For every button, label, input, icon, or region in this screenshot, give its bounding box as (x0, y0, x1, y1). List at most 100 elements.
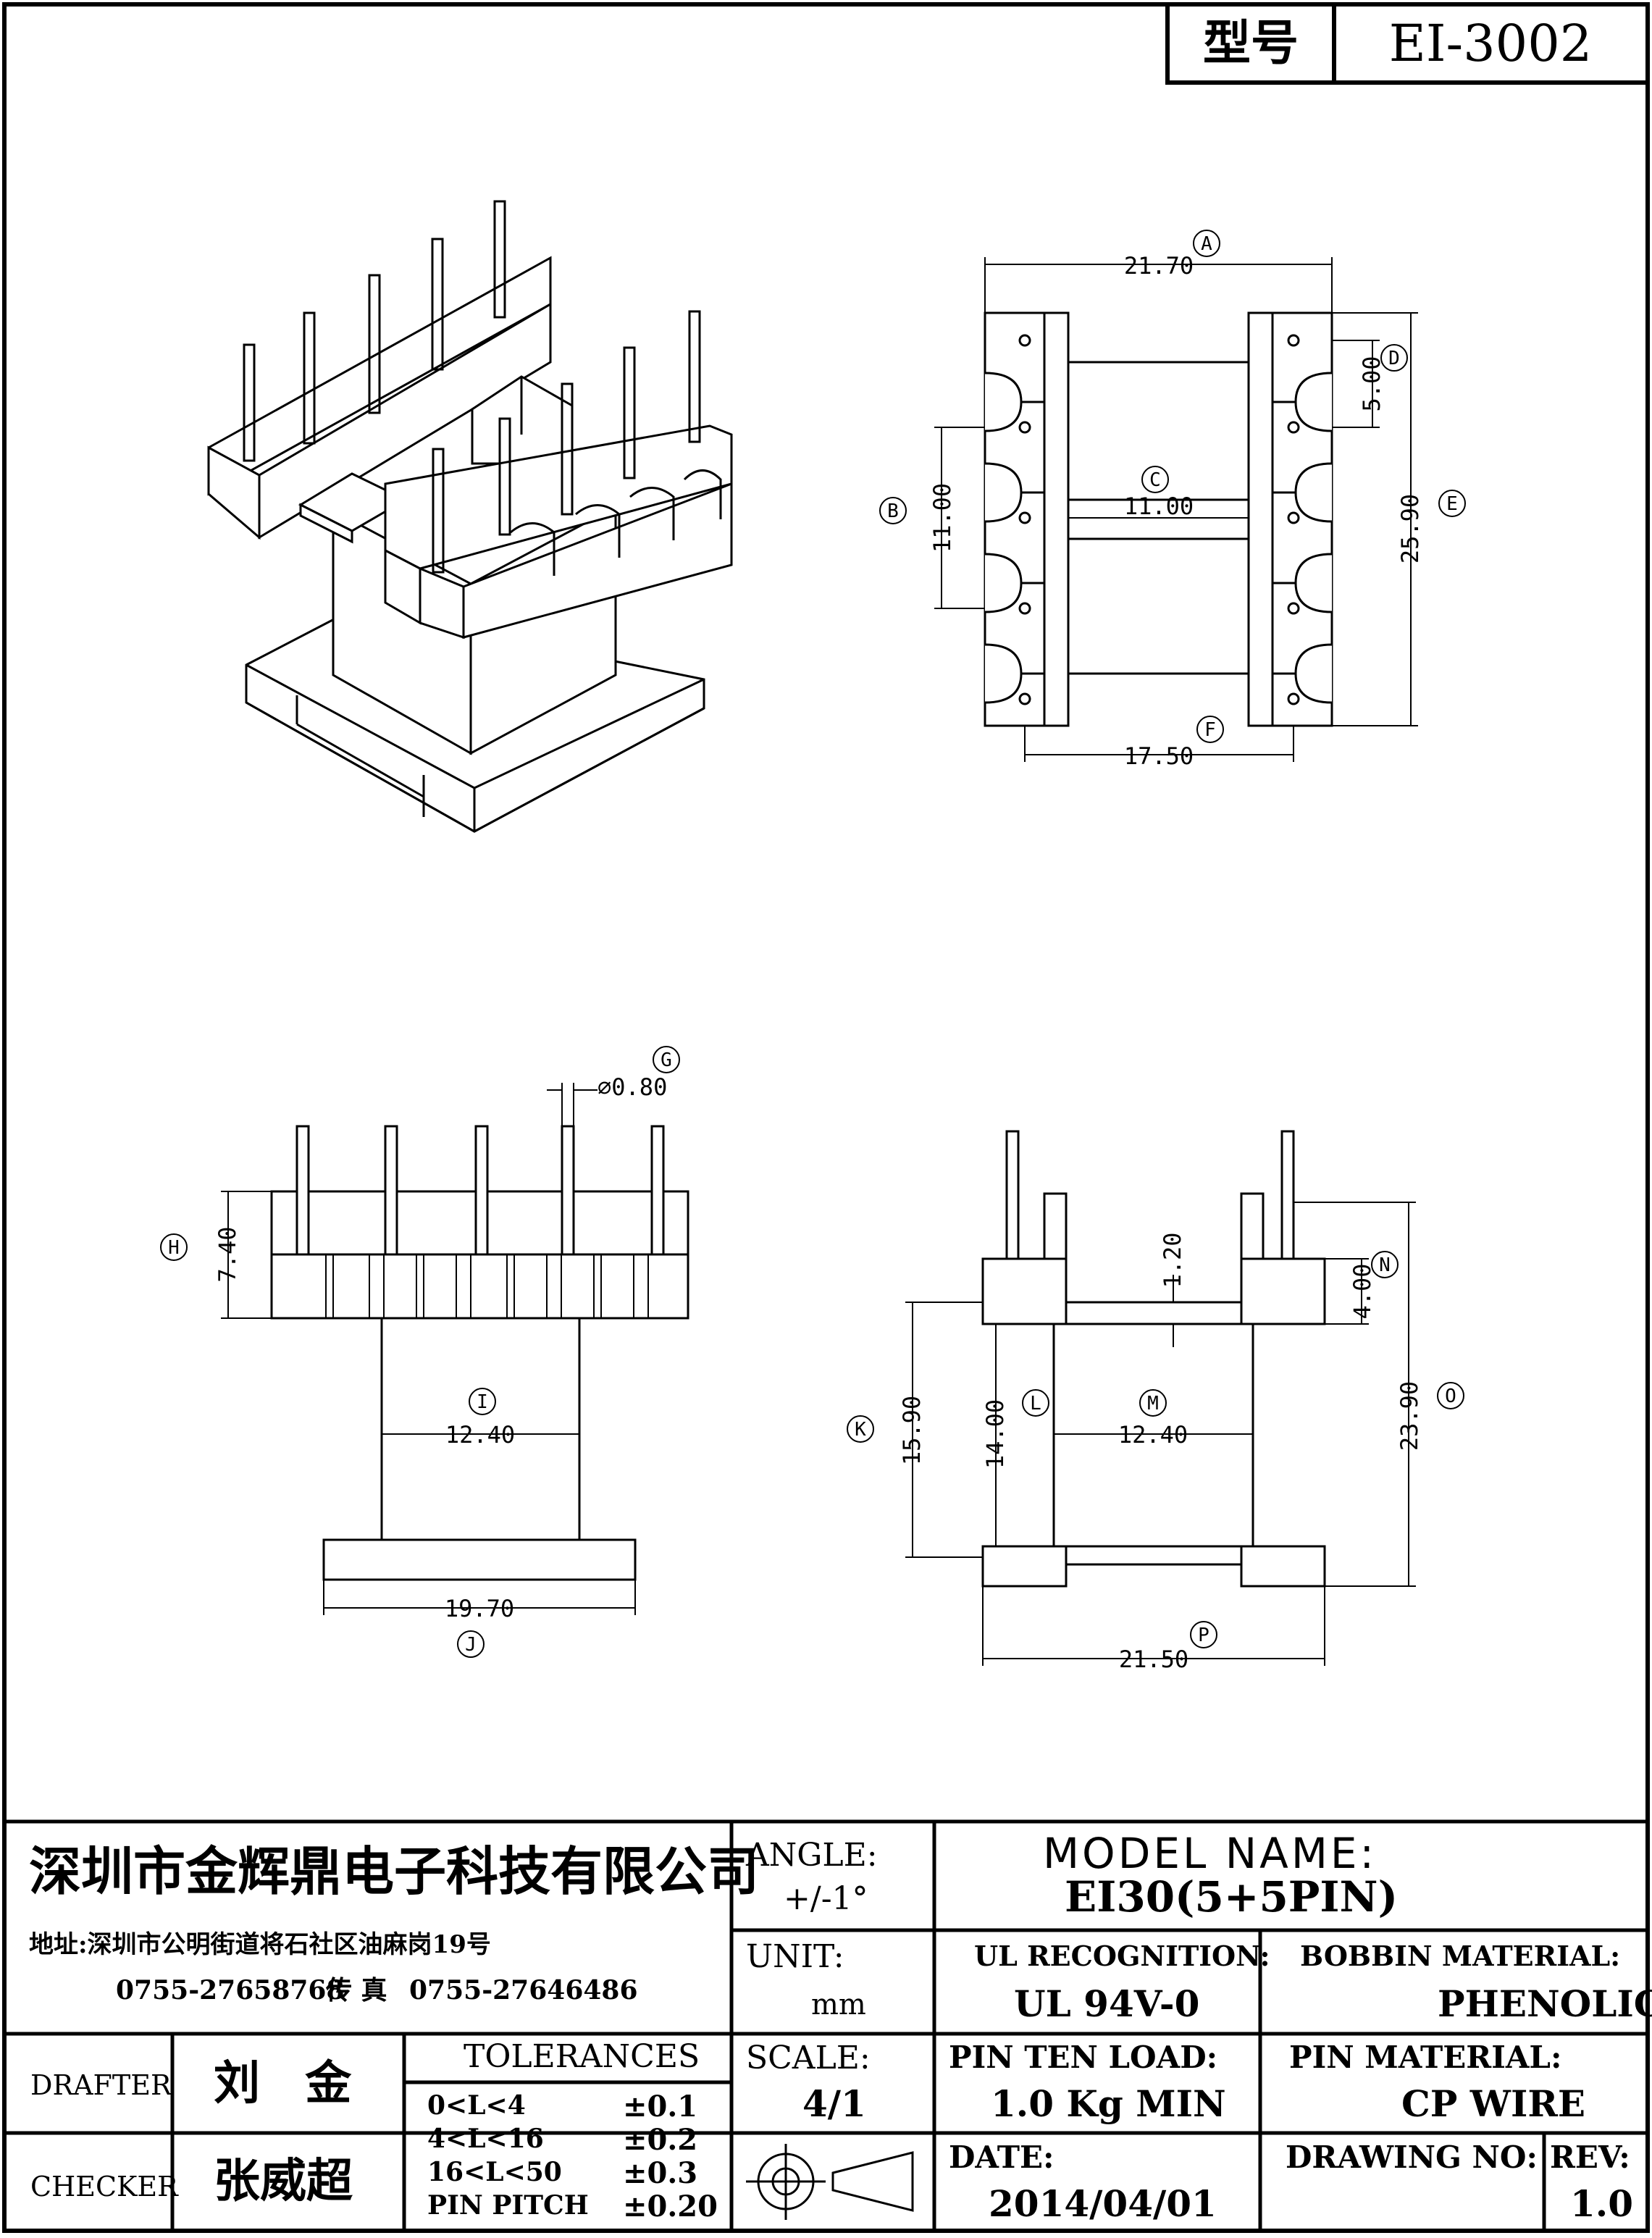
dimension-marker-letter: H (168, 1237, 180, 1259)
dimension-marker-circle (879, 497, 907, 524)
dimension-marker-letter: K (855, 1419, 866, 1441)
tolerance-range: 4<L<16 (427, 2124, 544, 2154)
ul-recognition-value: UL 94V-0 (1014, 1982, 1200, 2025)
tolerance-range: 0<L<4 (427, 2090, 526, 2121)
dimension-marker-circle (847, 1415, 874, 1443)
checker-value: 张威超 (214, 2154, 353, 2208)
type-value: EI-3002 (1389, 14, 1593, 73)
dimension-marker-circle (469, 1388, 496, 1415)
unit-value: mm (811, 1988, 866, 2021)
pin-material-label: PIN MATERIAL: (1289, 2040, 1562, 2075)
tolerance-row: 16<L<50 ±0.3 (427, 2156, 717, 2189)
dimension-marker-circle (1380, 344, 1408, 372)
dimension-marker-circle (1371, 1251, 1399, 1278)
drafter-value: 刘 金 (214, 2056, 366, 2111)
checker-label: CHECKER (30, 2171, 178, 2203)
tolerance-row: 0<L<4 ±0.1 (427, 2090, 717, 2123)
dimension-value: 12.40 (445, 1421, 515, 1449)
tolerance-row: PIN PITCH ±0.20 (427, 2189, 718, 2224)
bobbin-material-value: PHENOLIC (1438, 1982, 1652, 2025)
dimension-marker-letter: B (887, 500, 899, 522)
ul-recognition-label: UL RECOGNITION: (974, 1940, 1270, 1972)
dimension-value: 1.20 (1159, 1232, 1186, 1288)
date-label: DATE: (949, 2139, 1054, 2175)
dimension-annotations: 21.70 11.00 11.00 5.00 25.90 17.50 ⌀0.80 7.40 12… (160, 230, 1466, 1673)
top-view (934, 257, 1418, 762)
pin-material-value: CP WIRE (1401, 2082, 1586, 2125)
dimension-marker-letter: P (1198, 1625, 1209, 1646)
company-fax: 0755-27646486 (409, 1975, 638, 2006)
dimension-marker-letter: C (1149, 469, 1161, 491)
dimension-marker-circle (1022, 1389, 1049, 1417)
dimension-marker-circle (1438, 490, 1466, 517)
dimension-marker-letter: J (465, 1634, 477, 1656)
dimension-marker-letter: A (1201, 233, 1212, 255)
model-name-value: EI30(5+5PIN) (1065, 1872, 1399, 1921)
dimension-value: ⌀0.80 (598, 1073, 667, 1101)
dimension-value: 12.40 (1118, 1421, 1188, 1449)
tolerance-value: ±0.1 (623, 2090, 698, 2124)
dimension-marker-circle (653, 1046, 680, 1073)
tolerance-value: ±0.20 (623, 2189, 718, 2224)
fax-label: 传 真 (326, 1975, 387, 2006)
dimension-marker-letter: E (1446, 493, 1458, 515)
tolerance-range: 16<L<50 (427, 2157, 562, 2187)
dimension-marker-circle (1141, 466, 1169, 493)
title-block (4, 1819, 1648, 2231)
dimension-marker-letter: L (1030, 1393, 1041, 1415)
dimension-marker-letter: N (1379, 1254, 1391, 1276)
dimension-value: 21.50 (1119, 1646, 1188, 1673)
company-address: 地址:深圳市公明街道将石社区油麻岗19号 (29, 1930, 491, 1959)
dimension-marker-circle (457, 1630, 485, 1658)
scale-label: SCALE: (746, 2040, 871, 2076)
dimension-marker-circle (1193, 230, 1220, 257)
drawing-no-label: DRAWING NO: (1286, 2139, 1538, 2175)
dimension-value: 21.70 (1124, 252, 1194, 280)
dimension-marker-letter: G (661, 1049, 672, 1071)
dimension-marker-circle (160, 1233, 188, 1261)
pin-ten-load-value: 1.0 Kg MIN (991, 2082, 1226, 2125)
tolerances-table: 0<L<4 ±0.1 4<L<16 ±0.2 16<L<50 ±0.3 PIN … (427, 2090, 718, 2224)
dimension-value: 7.40 (214, 1226, 241, 1282)
tolerance-value: ±0.3 (623, 2156, 698, 2190)
dimension-value: 17.50 (1124, 742, 1194, 770)
dimension-value: 5.00 (1358, 356, 1385, 411)
dimension-marker-letter: I (477, 1391, 488, 1413)
model-name-label: MODEL NAME: (1043, 1829, 1378, 1878)
date-value: 2014/04/01 (989, 2182, 1217, 2225)
type-label: 型号 (1203, 14, 1299, 71)
dimension-value: 14.00 (981, 1399, 1009, 1469)
header-box: 型号 EI-3002 (1165, 2, 1650, 85)
dimension-value: 11.00 (928, 483, 956, 553)
tolerance-value: ±0.2 (623, 2123, 698, 2157)
dimension-value: 11.00 (1124, 493, 1194, 520)
dimension-marker-circle (1139, 1389, 1167, 1417)
tolerances-label: TOLERANCES (464, 2038, 700, 2075)
side-view (905, 1130, 1416, 1666)
bobbin-material-label: BOBBIN MATERIAL: (1300, 1940, 1621, 1972)
drafter-label: DRAFTER (30, 2069, 172, 2101)
dimension-value: 4.00 (1349, 1263, 1376, 1319)
dimension-value: 19.70 (445, 1595, 514, 1622)
dimension-marker-letter: M (1147, 1393, 1159, 1415)
dimension-marker-circle (1437, 1382, 1464, 1409)
pin-ten-load-label: PIN TEN LOAD: (949, 2040, 1218, 2075)
tolerance-row: 4<L<16 ±0.2 (427, 2123, 717, 2156)
dimension-marker-letter: F (1204, 719, 1216, 741)
rev-value: 1.0 (1570, 2182, 1633, 2225)
front-view (221, 1083, 689, 1615)
dimension-value: 25.90 (1396, 494, 1424, 563)
dimension-marker-circle (1190, 1621, 1217, 1648)
dimension-marker-letter: D (1388, 348, 1400, 369)
scale-value: 4/1 (802, 2082, 866, 2125)
company-name: 深圳市金辉鼎电子科技有限公司 (29, 1840, 760, 1902)
isometric-view (207, 200, 733, 833)
company-phone: 0755-27658768 (116, 1975, 345, 2006)
tolerance-range: PIN PITCH (427, 2190, 589, 2221)
dimension-value: 15.90 (898, 1396, 926, 1465)
dimension-value: 23.90 (1396, 1381, 1423, 1451)
dimension-marker-letter: O (1445, 1386, 1456, 1407)
